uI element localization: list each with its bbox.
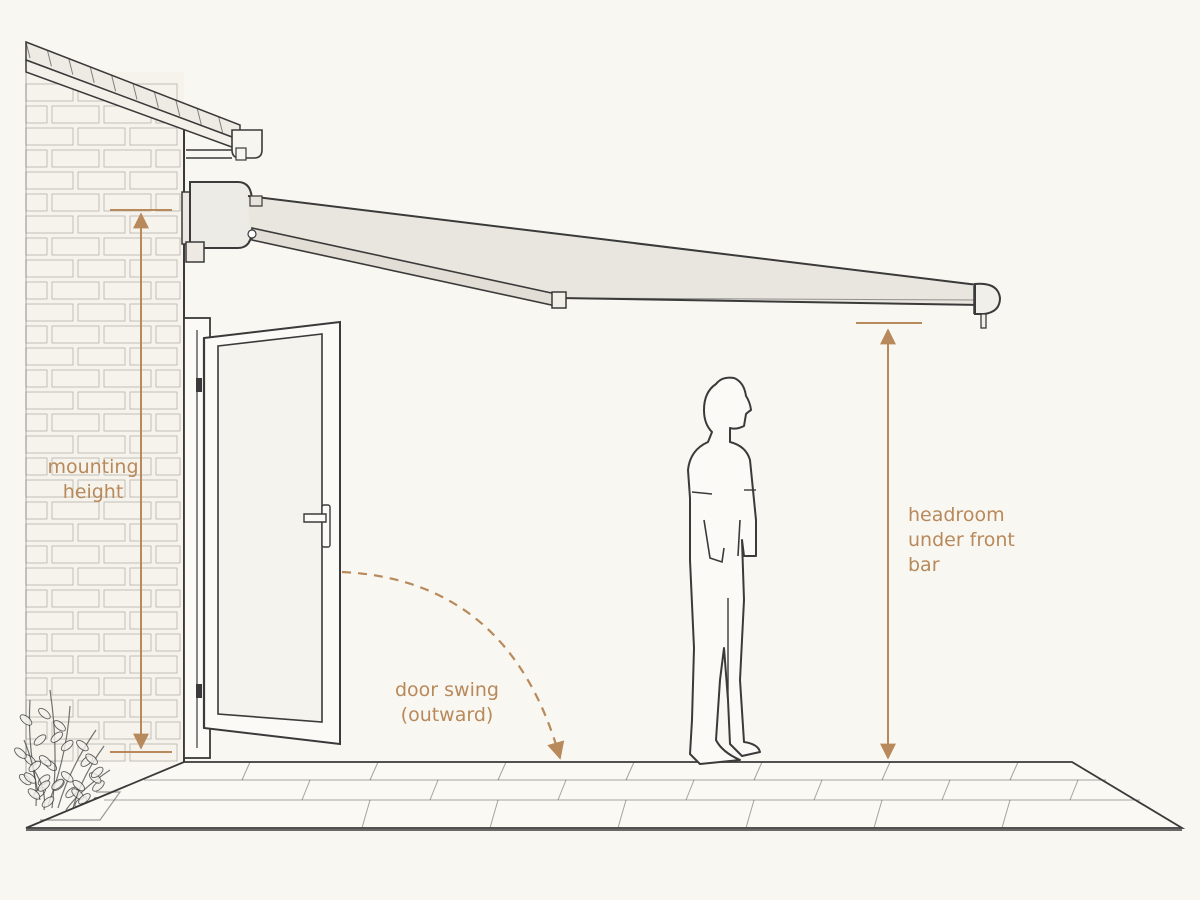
awning-fabric xyxy=(247,195,983,306)
headroom-label-line-2: under front xyxy=(908,529,1015,551)
mounting-height-label: mounting height xyxy=(30,455,156,505)
door-handle-icon xyxy=(303,504,331,548)
door-swing-arc xyxy=(341,570,565,760)
awning-cassette xyxy=(181,181,253,263)
brick-wall xyxy=(25,72,185,785)
awning-front-bar xyxy=(973,282,1002,329)
headroom-label: headroom under front bar xyxy=(908,503,1015,578)
open-door xyxy=(202,320,341,746)
mounting-height-dimension xyxy=(110,209,172,753)
mounting-height-label-line-2: height xyxy=(62,481,124,503)
door-swing-label-line-2: (outward) xyxy=(400,704,494,726)
gutter xyxy=(186,129,263,161)
headroom-label-line-3: bar xyxy=(908,554,940,576)
brick-pattern xyxy=(25,83,181,762)
headroom-label-line-1: headroom xyxy=(908,504,1005,526)
folding-arm xyxy=(247,195,567,309)
headroom-dimension xyxy=(856,322,922,760)
patio-paving xyxy=(25,761,1186,831)
door-swing-label-line-1: door swing xyxy=(395,679,499,701)
standing-person xyxy=(687,376,761,765)
door-swing-label: door swing (outward) xyxy=(372,678,522,728)
mounting-height-label-line-1: mounting xyxy=(47,456,139,478)
